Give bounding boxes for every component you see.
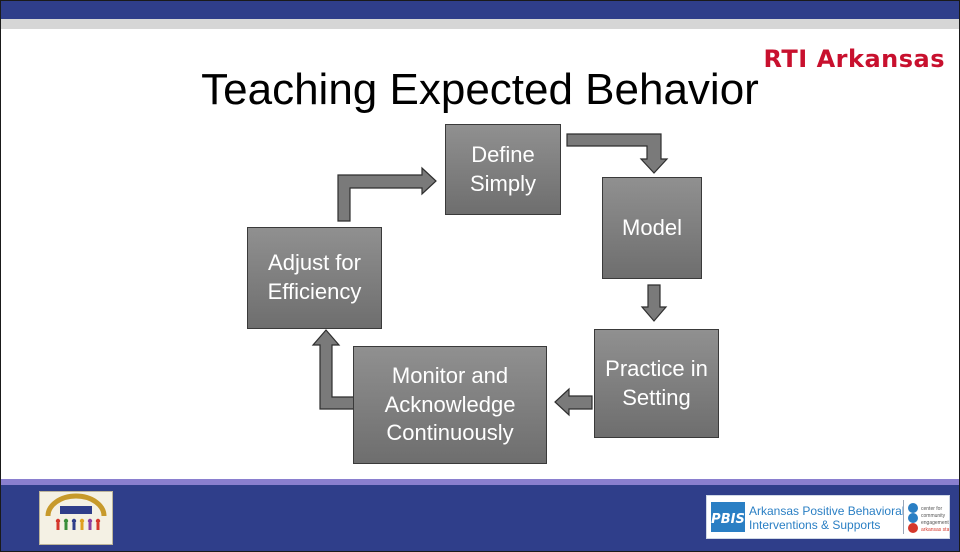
step-define-simply: Define Simply bbox=[445, 124, 561, 215]
arrow-practice-to-monitor bbox=[554, 387, 593, 417]
step-monitor-and-acknowledge: Monitor and Acknowledge Continuously bbox=[353, 346, 547, 464]
svg-text:community: community bbox=[921, 513, 946, 519]
top-banner bbox=[1, 1, 959, 19]
arrow-monitor-to-adjust bbox=[311, 329, 356, 410]
arkansas-pbis-logo: PBIS Arkansas Positive Behavioral Interv… bbox=[706, 495, 954, 539]
step-monitor-label: Monitor and Acknowledge Continuously bbox=[384, 363, 516, 446]
step-model-label: Model bbox=[622, 214, 682, 240]
pbis-logo-graphic: PBIS Arkansas Positive Behavioral Interv… bbox=[711, 500, 954, 534]
arrow-define-to-model bbox=[566, 133, 669, 174]
page-title: Teaching Expected Behavior bbox=[201, 65, 759, 114]
svg-text:arkansas state: arkansas state bbox=[921, 527, 949, 533]
bottom-stripe bbox=[1, 479, 959, 485]
step-define-simply-label: Define Simply bbox=[469, 141, 536, 196]
step-model: Model bbox=[602, 177, 702, 279]
spdg-arkansas-logo bbox=[39, 491, 113, 545]
svg-text:center for: center for bbox=[921, 506, 942, 512]
svg-text:PBIS: PBIS bbox=[711, 512, 745, 527]
step-adjust-for-efficiency: Adjust for Efficiency bbox=[247, 227, 382, 329]
svg-text:engagement: engagement bbox=[921, 520, 949, 526]
pbis-line1: Arkansas Positive Behavioral bbox=[749, 504, 904, 518]
step-adjust-label: Adjust for Efficiency bbox=[267, 250, 362, 304]
rti-arkansas-logo-text: RTI Arkansas bbox=[763, 45, 945, 73]
rti-arkansas-logo: RTI Arkansas bbox=[764, 45, 945, 73]
step-practice-in-setting: Practice in Setting bbox=[594, 329, 719, 438]
spdg-logo-graphic bbox=[45, 493, 107, 530]
arrow-adjust-to-define bbox=[337, 166, 437, 222]
arrow-model-to-practice bbox=[640, 284, 668, 322]
top-stripe bbox=[1, 19, 959, 29]
step-practice-label: Practice in Setting bbox=[605, 355, 708, 410]
pbis-line2: Interventions & Supports bbox=[749, 518, 880, 532]
